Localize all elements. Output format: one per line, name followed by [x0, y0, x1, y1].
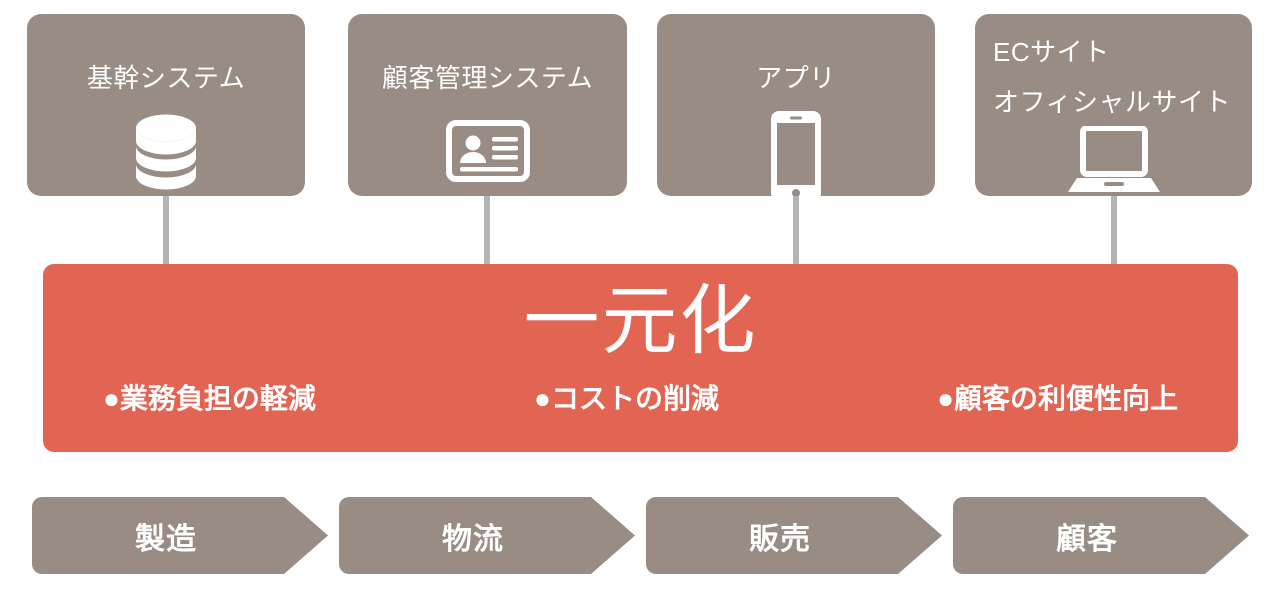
source-box-label-secondary: オフィシャルサイト	[993, 87, 1231, 117]
smartphone-icon	[657, 110, 935, 202]
flow-step-sales[interactable]: 販売	[646, 497, 942, 574]
flow-step-logistics[interactable]: 物流	[339, 497, 635, 574]
id-card-icon	[348, 120, 627, 182]
flow-step-label: 顧客	[1056, 522, 1118, 556]
banner-headline: 一元化	[523, 279, 758, 364]
source-box-label: 顧客管理システム	[381, 63, 594, 93]
source-box-app[interactable]: アプリ	[657, 14, 935, 201]
laptop-icon	[975, 126, 1252, 196]
connector-stem-1	[163, 196, 169, 266]
banner-benefit-list: ●業務負担の軽減 ●コストの削減 ●顧客の利便性向上	[103, 382, 1178, 416]
chevron-shape	[32, 497, 328, 574]
flow-step-label: 販売	[749, 522, 811, 556]
connector-stem-2	[484, 196, 490, 266]
source-box-ec-official-site[interactable]: ECサイト オフィシャルサイト	[975, 14, 1252, 196]
benefit-item: ●顧客の利便性向上	[937, 383, 1178, 414]
source-box-crm-system[interactable]: 顧客管理システム	[348, 14, 627, 196]
database-icon	[27, 114, 305, 192]
flow-step-label: 製造	[135, 522, 197, 556]
source-box-label: アプリ	[756, 63, 836, 93]
connector-stem-4	[1111, 196, 1117, 266]
source-box-kikan-system[interactable]: 基幹システム	[27, 14, 305, 196]
chevron-shape	[339, 497, 635, 574]
chevron-shape	[953, 497, 1249, 574]
unification-banner: 一元化 ●業務負担の軽減 ●コストの削減 ●顧客の利便性向上	[43, 264, 1238, 452]
source-box-label: ECサイト	[993, 37, 1110, 67]
benefit-item: ●業務負担の軽減	[103, 383, 316, 414]
benefit-item: ●コストの削減	[534, 383, 719, 414]
flow-step-label: 物流	[442, 522, 504, 556]
flow-step-manufacturing[interactable]: 製造	[32, 497, 328, 574]
source-box-label: 基幹システム	[86, 63, 246, 93]
chevron-shape	[646, 497, 942, 574]
connector-stem-3	[793, 196, 799, 266]
flow-step-customer[interactable]: 顧客	[953, 497, 1249, 574]
